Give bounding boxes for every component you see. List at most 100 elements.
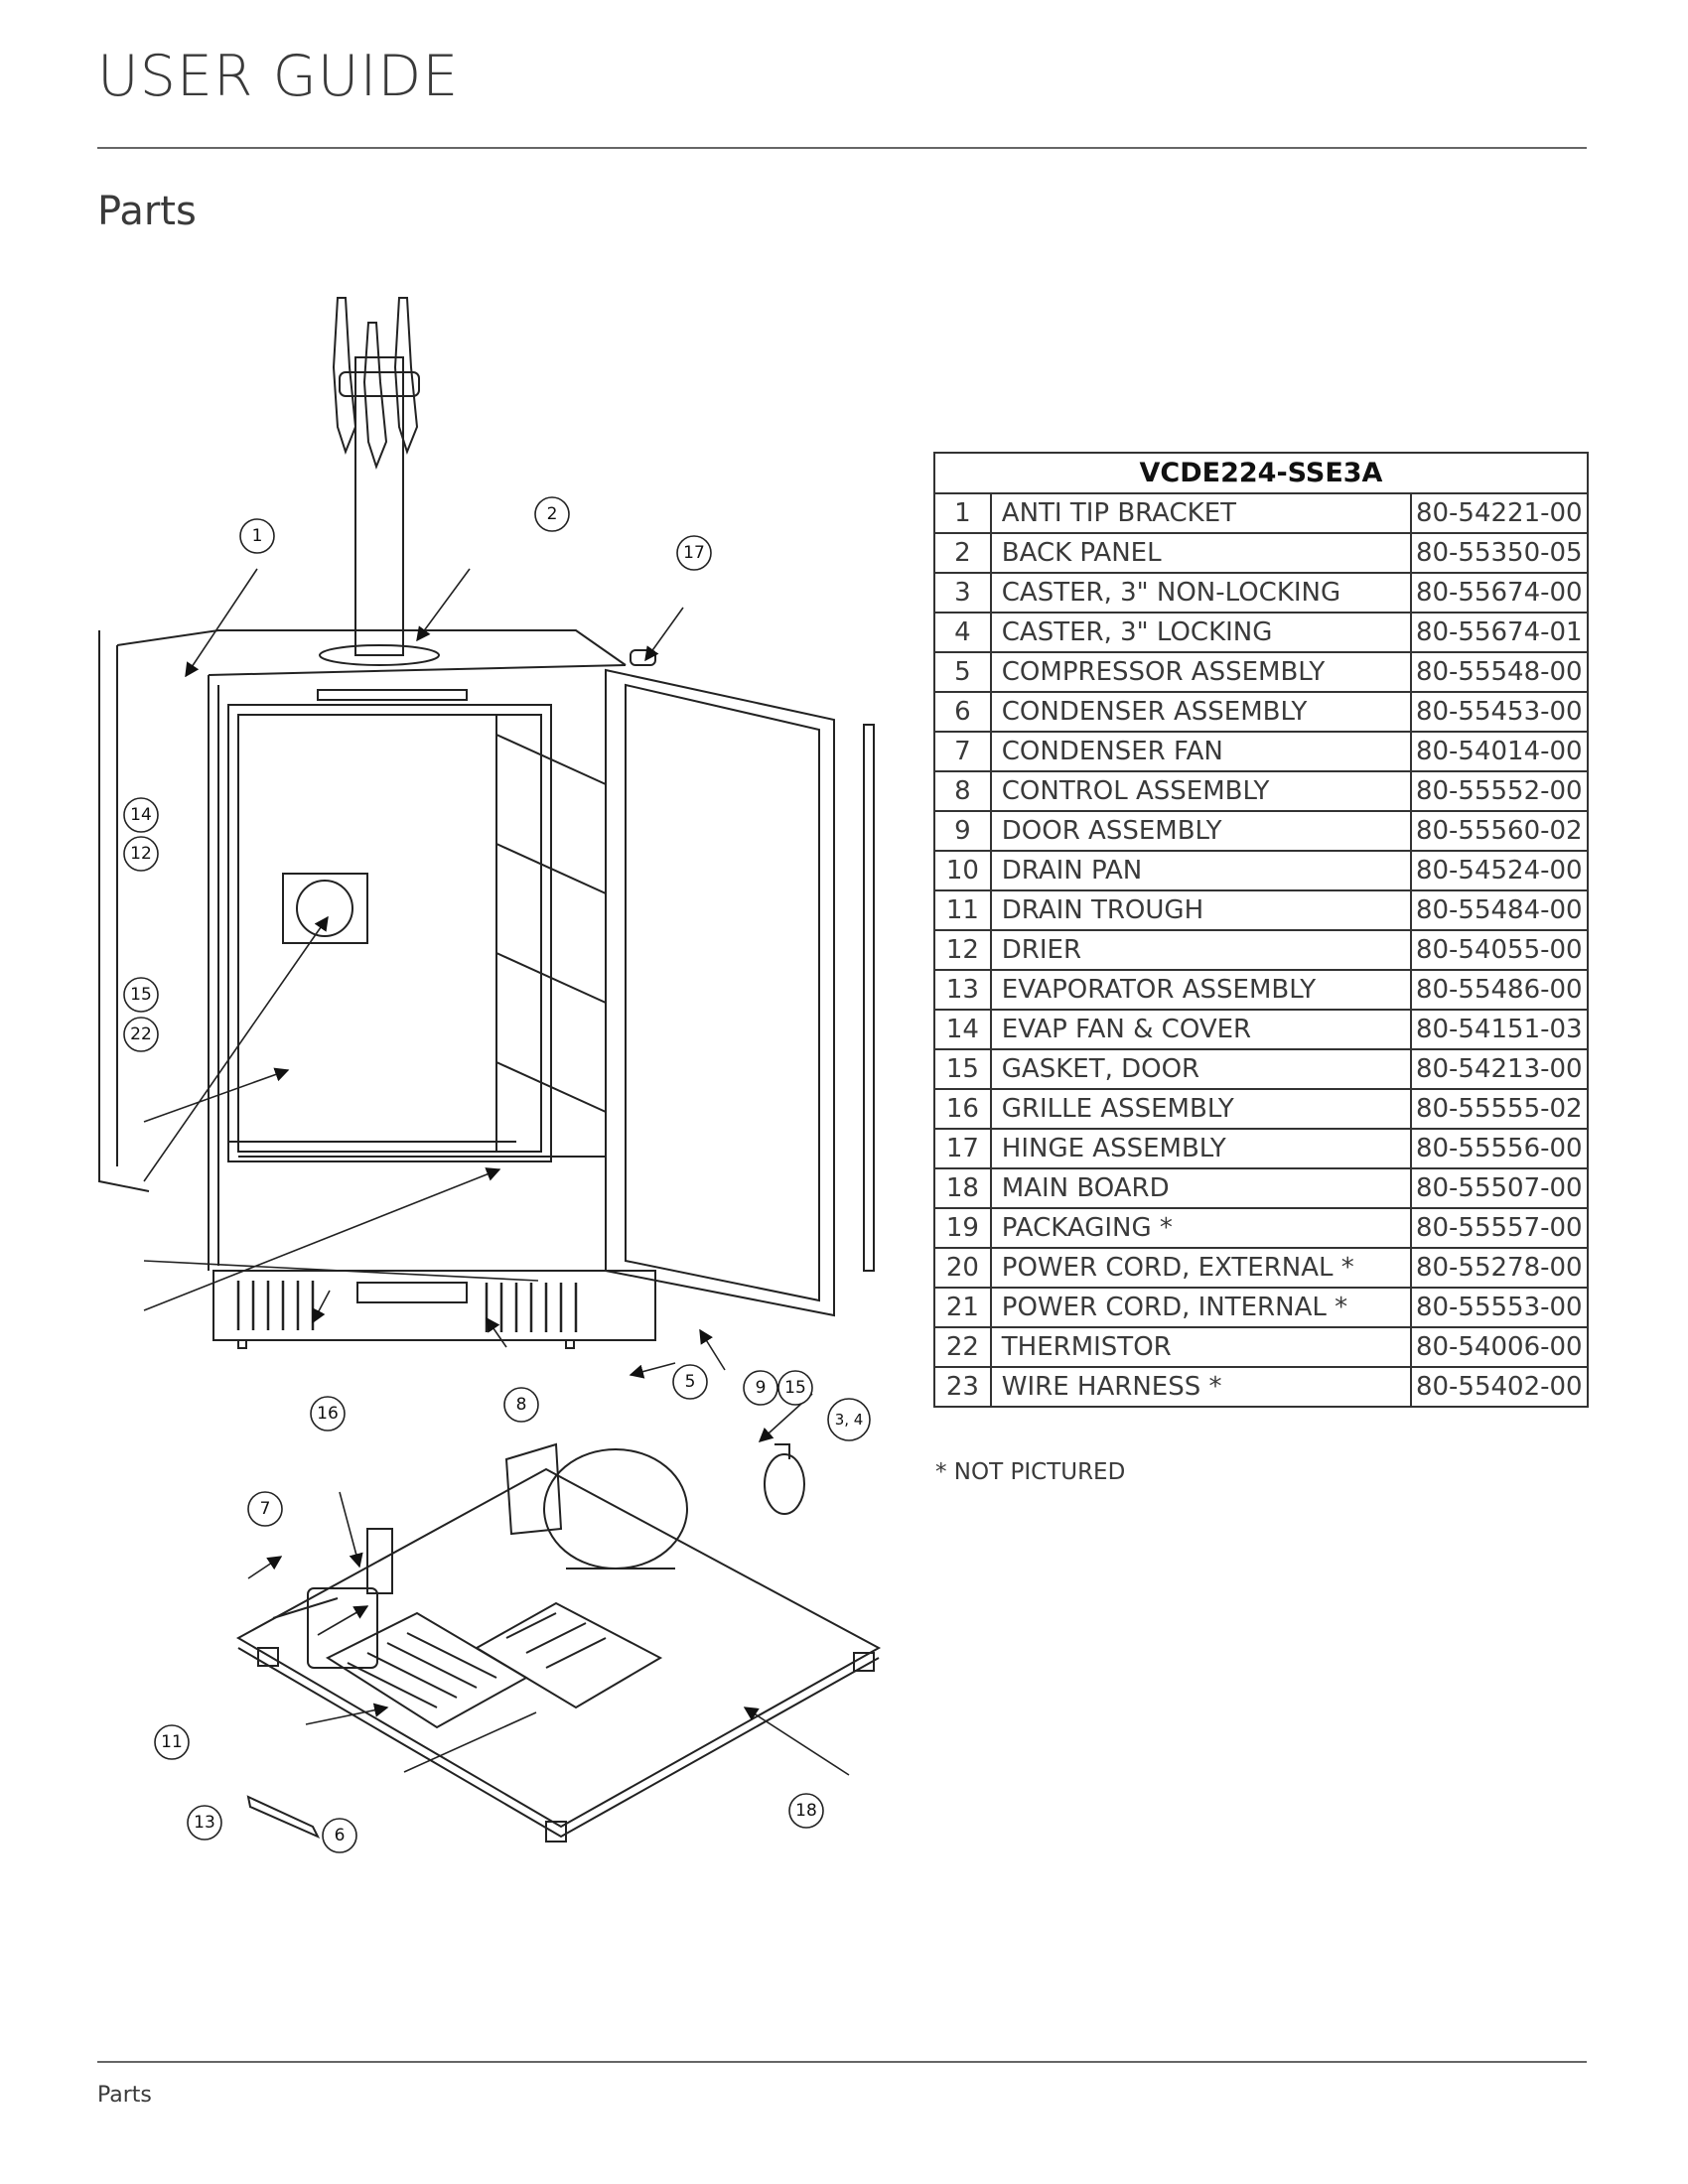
part-number-cell: 20 [933, 1247, 992, 1289]
table-header-row: VCDE224-SSE3A [933, 452, 1589, 494]
part-description-cell: MAIN BOARD [989, 1167, 1412, 1209]
part-number-cell: 11 [933, 889, 992, 931]
part-code-cell: 80-55553-00 [1409, 1287, 1590, 1328]
callout-15: 15 [130, 985, 152, 1005]
callout-16: 16 [317, 1404, 339, 1424]
callout-8-bubble [503, 1387, 539, 1423]
callout-17-bubble [676, 535, 712, 571]
part-description-cell: CASTER, 3" LOCKING [989, 612, 1412, 653]
callout-22-bubble [123, 1017, 159, 1052]
part-description-cell: HINGE ASSEMBLY [989, 1128, 1412, 1169]
part-number-cell: 3 [933, 572, 992, 614]
callout-9: 9 [756, 1378, 767, 1398]
callout-14: 14 [130, 805, 152, 825]
part-code-cell: 80-55552-00 [1409, 770, 1590, 812]
part-number-cell: 2 [933, 532, 992, 574]
callout-3-4-bubble [827, 1398, 871, 1441]
callout-17: 17 [683, 543, 705, 563]
part-description-cell: DRAIN PAN [989, 850, 1412, 891]
part-number-cell: 7 [933, 731, 992, 772]
callout-9-bubble [743, 1370, 778, 1406]
part-number-cell: 13 [933, 969, 992, 1011]
part-number-cell: 22 [933, 1326, 992, 1368]
callout-7-bubble [247, 1491, 283, 1527]
callout-1-bubble [239, 518, 275, 554]
part-code-cell: 80-55507-00 [1409, 1167, 1590, 1209]
table-footnote: * NOT PICTURED [935, 1459, 1126, 1485]
callout-22: 22 [130, 1024, 152, 1044]
part-number-cell: 5 [933, 651, 992, 693]
part-number-cell: 10 [933, 850, 992, 891]
part-number-cell: 16 [933, 1088, 992, 1130]
part-code-cell: 80-55484-00 [1409, 889, 1590, 931]
callout-11-bubble [154, 1724, 190, 1760]
callout-16-bubble [310, 1396, 346, 1432]
part-description-cell: GRILLE ASSEMBLY [989, 1088, 1412, 1130]
part-description-cell: THERMISTOR [989, 1326, 1412, 1368]
part-code-cell: 80-54006-00 [1409, 1326, 1590, 1368]
part-number-cell: 12 [933, 929, 992, 971]
part-description-cell: BACK PANEL [989, 532, 1412, 574]
part-description-cell: WIRE HARNESS * [989, 1366, 1412, 1408]
callout-5-bubble [672, 1364, 708, 1400]
part-code-cell: 80-54524-00 [1409, 850, 1590, 891]
callout-18: 18 [795, 1801, 817, 1821]
door [605, 649, 875, 1317]
callout-13: 13 [194, 1813, 215, 1833]
callout-15b: 15 [784, 1378, 806, 1398]
part-code-cell: 80-54055-00 [1409, 929, 1590, 971]
part-code-cell: 80-55402-00 [1409, 1366, 1590, 1408]
part-number-cell: 19 [933, 1207, 992, 1249]
callout-12-bubble [123, 836, 159, 872]
part-description-cell: DRAIN TROUGH [989, 889, 1412, 931]
part-description-cell: DOOR ASSEMBLY [989, 810, 1412, 852]
callout-8: 8 [516, 1395, 527, 1415]
callout-1: 1 [252, 526, 263, 546]
part-number-cell: 9 [933, 810, 992, 852]
callout-15-bubble [123, 977, 159, 1013]
part-code-cell: 80-55556-00 [1409, 1128, 1590, 1169]
part-code-cell: 80-55674-00 [1409, 572, 1590, 614]
base-assembly [235, 1442, 882, 1843]
part-number-cell: 23 [933, 1366, 992, 1408]
part-number-cell: 21 [933, 1287, 992, 1328]
part-description-cell: POWER CORD, INTERNAL * [989, 1287, 1412, 1328]
part-number-cell: 6 [933, 691, 992, 733]
part-code-cell: 80-55453-00 [1409, 691, 1590, 733]
part-number-cell: 18 [933, 1167, 992, 1209]
document-title: USER GUIDE [97, 44, 460, 109]
part-description-cell: EVAP FAN & COVER [989, 1009, 1412, 1050]
callout-6-bubble [322, 1818, 357, 1853]
part-description-cell: ANTI TIP BRACKET [989, 492, 1412, 534]
part-code-cell: 80-54213-00 [1409, 1048, 1590, 1090]
footer-divider [97, 2061, 1587, 2063]
part-description-cell: POWER CORD, EXTERNAL * [989, 1247, 1412, 1289]
part-description-cell: PACKAGING * [989, 1207, 1412, 1249]
part-number-cell: 4 [933, 612, 992, 653]
callout-14-bubble [123, 797, 159, 833]
part-code-cell: 80-55278-00 [1409, 1247, 1590, 1289]
part-description-cell: CONDENSER ASSEMBLY [989, 691, 1412, 733]
part-number-cell: 1 [933, 492, 992, 534]
part-code-cell: 80-55674-01 [1409, 612, 1590, 653]
callout-2: 2 [547, 504, 558, 524]
part-code-cell: 80-54221-00 [1409, 492, 1590, 534]
